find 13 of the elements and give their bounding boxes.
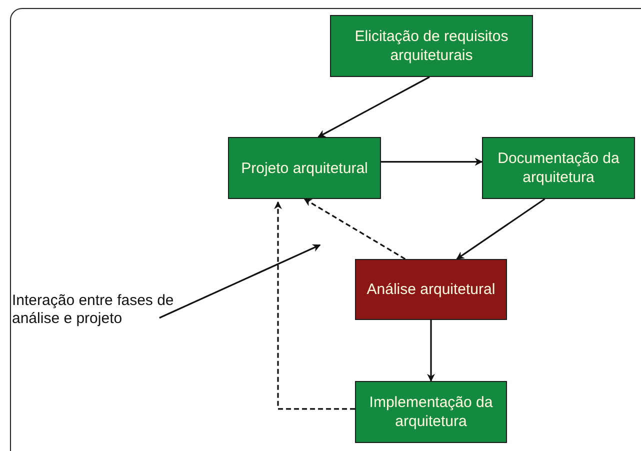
arrow [318, 76, 430, 138]
process-box: Elicitação de requisitos arquiteturais [330, 15, 533, 77]
annotation-text: Interação entre fases de análise e projeto [12, 292, 174, 328]
process-box: Projeto arquitetural [228, 137, 381, 199]
leader-arrow [159, 244, 321, 319]
arrow [304, 198, 406, 260]
process-box: Análise arquitetural [355, 259, 507, 320]
process-box: Documentação da arquitetura [482, 137, 635, 199]
arrow [427, 320, 435, 382]
arrow [456, 198, 546, 260]
arrow [274, 201, 355, 410]
process-box: Implementação da arquitetura [355, 381, 507, 443]
arrow [381, 158, 483, 166]
